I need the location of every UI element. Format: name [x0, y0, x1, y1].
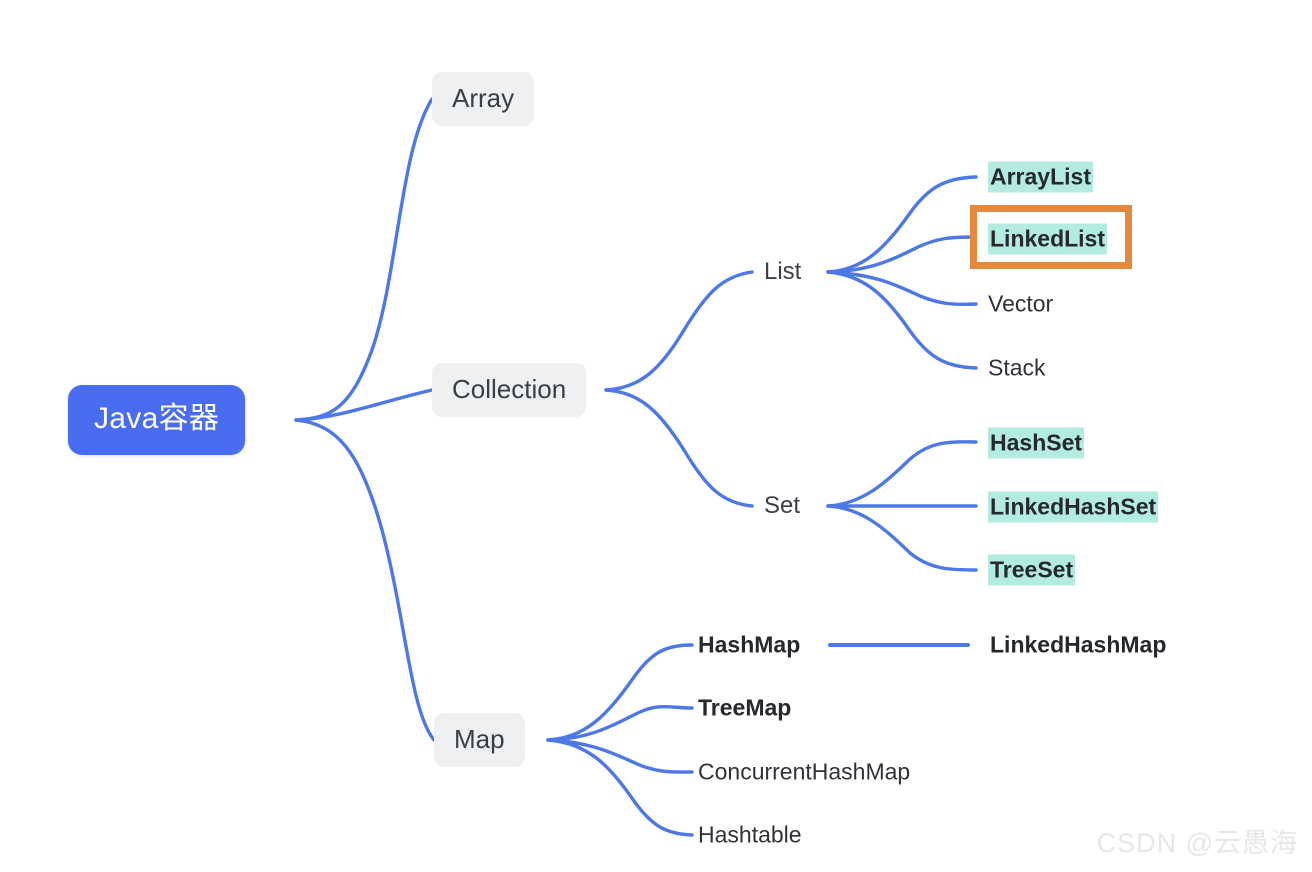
edge-root-map: [294, 418, 436, 742]
edge-root-collection: [294, 388, 434, 422]
csdn-watermark: CSDN @云愚海: [1096, 828, 1298, 858]
edge-map-treemap: [546, 704, 694, 742]
edge-list-stack: [826, 270, 978, 370]
node-root[interactable]: Java容器: [68, 385, 246, 455]
edge-set-treeset: [826, 504, 978, 572]
edge-map-concurrenthashmap: [546, 738, 694, 774]
edge-root-array: [294, 97, 434, 422]
node-map[interactable]: Map: [434, 713, 525, 767]
edge-list-arraylist: [826, 175, 978, 274]
edge-collection-set: [604, 388, 754, 508]
edge-list-linkedlist: [826, 235, 978, 274]
node-treemap[interactable]: TreeMap: [698, 694, 792, 721]
node-linkedhashset[interactable]: LinkedHashSet: [988, 491, 1159, 523]
node-arraylist-label: ArrayList: [988, 161, 1093, 193]
node-linkedlist-label: LinkedList: [988, 223, 1108, 255]
node-treeset-label: TreeSet: [988, 554, 1076, 586]
node-list[interactable]: List: [764, 258, 802, 285]
node-stack[interactable]: Stack: [988, 354, 1046, 381]
node-hashmap[interactable]: HashMap: [698, 631, 801, 658]
node-collection[interactable]: Collection: [432, 363, 587, 417]
node-vector[interactable]: Vector: [988, 290, 1054, 317]
node-linkedhashset-label: LinkedHashSet: [988, 491, 1159, 523]
edge-set-hashset: [826, 440, 978, 508]
node-set[interactable]: Set: [764, 492, 801, 519]
edge-list-vector: [826, 270, 978, 306]
node-hashtable[interactable]: Hashtable: [698, 821, 802, 848]
edge-map-hashmap: [546, 643, 694, 742]
node-concurrenthashmap[interactable]: ConcurrentHashMap: [698, 758, 911, 785]
edge-map-hashtable: [546, 738, 694, 837]
node-array[interactable]: Array: [432, 72, 535, 126]
node-linkedlist[interactable]: LinkedList: [988, 223, 1108, 255]
edge-collection-list: [604, 270, 754, 392]
node-treeset[interactable]: TreeSet: [988, 554, 1076, 586]
node-hashset-label: HashSet: [988, 427, 1085, 459]
node-linkedhashmap[interactable]: LinkedHashMap: [990, 631, 1167, 658]
node-hashset[interactable]: HashSet: [988, 427, 1085, 459]
node-arraylist[interactable]: ArrayList: [988, 161, 1093, 193]
